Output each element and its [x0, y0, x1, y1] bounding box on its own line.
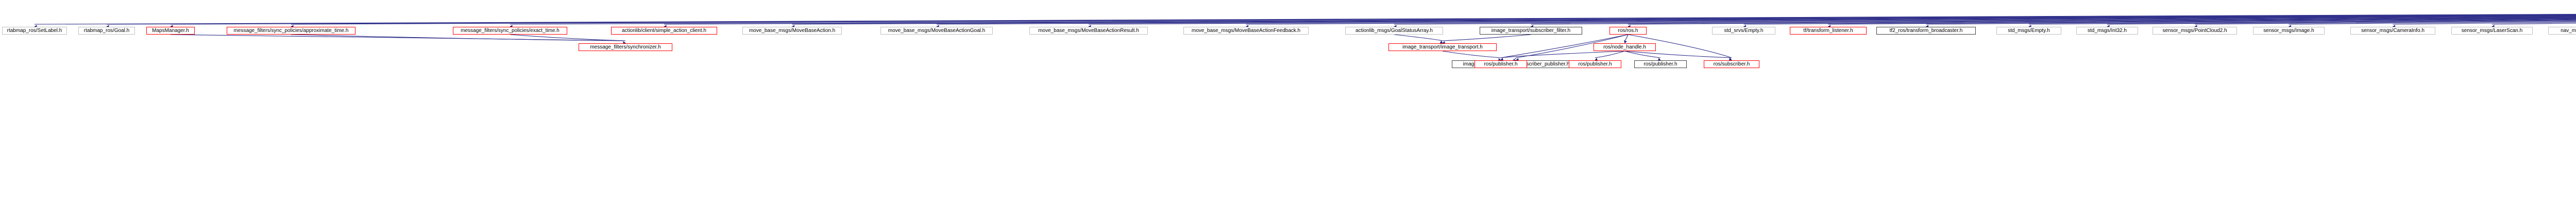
graph-node[interactable]: actionlib/client/simple_action_client.h	[611, 27, 717, 35]
graph-node[interactable]: move_base_msgs/MoveBaseAction.h	[742, 27, 842, 35]
node-label: rtabmap_ros/Goal.h	[83, 27, 130, 34]
node-label: std_msgs/Empty.h	[2008, 27, 2050, 34]
node-label: MapsManager.h	[152, 27, 189, 34]
graph-node[interactable]: sensor_msgs/CameraInfo.h	[2350, 27, 2435, 35]
graph-edge	[1394, 34, 1443, 41]
graph-node[interactable]: sensor_msgs/PointCloud2.h	[2153, 27, 2237, 35]
graph-node[interactable]: nav_msgs/Odometry.h	[2548, 27, 2576, 35]
node-label: ros/publisher.h	[1643, 61, 1677, 67]
graph-edge	[1500, 34, 1629, 58]
graph-edge	[1500, 51, 1625, 58]
node-label: move_base_msgs/MoveBaseActionResult.h	[1038, 27, 1139, 34]
graph-node[interactable]: move_base_msgs/MoveBaseActionGoal.h	[880, 27, 993, 35]
graph-node[interactable]: tf/transform_listener.h	[1790, 27, 1867, 35]
node-label: move_base_msgs/MoveBaseActionGoal.h	[888, 27, 986, 34]
edge-arrowhead	[1624, 40, 1628, 44]
node-label: ros/subscriber.h	[1713, 61, 1750, 67]
graph-node[interactable]: image_transport/image_transport.h	[1388, 43, 1497, 51]
graph-node[interactable]: message_filters/synchronizer.h	[579, 43, 672, 51]
graph-node[interactable]: move_base_msgs/MoveBaseActionResult.h	[1029, 27, 1148, 35]
graph-edge	[1624, 51, 1661, 58]
edge-arrowhead	[1728, 57, 1732, 61]
node-label: rtabmap_ros/SetLabel.h	[7, 27, 62, 34]
graph-edge	[170, 34, 626, 41]
graph-node[interactable]: sensor_msgs/LaserScan.h	[2451, 27, 2533, 35]
edge-arrowhead	[1439, 40, 1443, 44]
node-label: ros/ros.h	[1618, 27, 1638, 34]
graph-node[interactable]: actionlib_msgs/GoalStatusArray.h	[1345, 27, 1443, 35]
graph-node[interactable]: ros/publisher.h	[1569, 60, 1621, 68]
graph-node[interactable]: message_filters/sync_policies/exact_time…	[453, 27, 567, 35]
node-label: tf/transform_listener.h	[1803, 27, 1853, 34]
graph-edge	[1595, 51, 1625, 58]
node-label: actionlib_msgs/GoalStatusArray.h	[1355, 27, 1433, 34]
graph-node[interactable]: ros/ros.h	[1609, 27, 1647, 35]
graph-node[interactable]: message_filters/sync_policies/approximat…	[227, 27, 355, 35]
node-label: message_filters/sync_policies/approximat…	[233, 27, 349, 34]
graph-edge	[510, 34, 626, 41]
node-label: ros/node_handle.h	[1603, 44, 1646, 50]
node-label: sensor_msgs/PointCloud2.h	[2162, 27, 2227, 34]
graph-edge	[1628, 34, 1732, 58]
graph-edge	[1442, 34, 1531, 41]
node-label: std_msgs/Int32.h	[2087, 27, 2127, 34]
graph-node[interactable]: move_base_msgs/MoveBaseActionFeedback.h	[1183, 27, 1309, 35]
graph-node[interactable]: ros/subscriber.h	[1704, 60, 1759, 68]
graph-node[interactable]: std_msgs/Int32.h	[2076, 27, 2138, 35]
graph-node[interactable]: ros/node_handle.h	[1594, 43, 1656, 51]
node-label: sensor_msgs/CameraInfo.h	[2361, 27, 2425, 34]
graph-node[interactable]: std_msgs/Empty.h	[1996, 27, 2061, 35]
graph-edge	[1624, 34, 1629, 41]
node-label: image_transport/image_transport.h	[1402, 44, 1483, 50]
node-label: ros/publisher.h	[1578, 61, 1612, 67]
graph-node[interactable]: ros/publisher.h	[1634, 60, 1687, 68]
node-label: move_base_msgs/MoveBaseAction.h	[749, 27, 836, 34]
graph-node[interactable]: ros/publisher.h	[1475, 60, 1527, 68]
graph-edge	[1442, 51, 1501, 58]
node-label: ros/publisher.h	[1484, 61, 1518, 67]
graph-edge	[1624, 51, 1732, 58]
node-label: message_filters/synchronizer.h	[590, 44, 661, 50]
graph-node[interactable]: rtabmap_ros/SetLabel.h	[2, 27, 67, 35]
node-label: move_base_msgs/MoveBaseActionFeedback.h	[1191, 27, 1301, 34]
node-label: sensor_msgs/LaserScan.h	[2461, 27, 2523, 34]
graph-node[interactable]: MapsManager.h	[146, 27, 195, 35]
node-label: tf2_ros/transform_broadcaster.h	[1889, 27, 1963, 34]
graph-node[interactable]: std_srvs/Empty.h	[1712, 27, 1775, 35]
node-label: std_srvs/Empty.h	[1724, 27, 1764, 34]
graph-node[interactable]: sensor_msgs/Image.h	[2253, 27, 2325, 35]
node-label: image_transport/subscriber_filter.h	[1491, 27, 1571, 34]
graph-node[interactable]: tf2_ros/transform_broadcaster.h	[1876, 27, 1976, 35]
graph-node[interactable]: image_transport/subscriber_filter.h	[1480, 27, 1582, 35]
node-label: sensor_msgs/Image.h	[2263, 27, 2314, 34]
node-label: nav_msgs/Odometry.h	[2561, 27, 2576, 34]
graph-node[interactable]: rtabmap_ros/Goal.h	[78, 27, 135, 35]
node-label: actionlib/client/simple_action_client.h	[622, 27, 706, 34]
graph-edge	[1516, 34, 1629, 58]
node-label: message_filters/sync_policies/exact_time…	[461, 27, 560, 34]
